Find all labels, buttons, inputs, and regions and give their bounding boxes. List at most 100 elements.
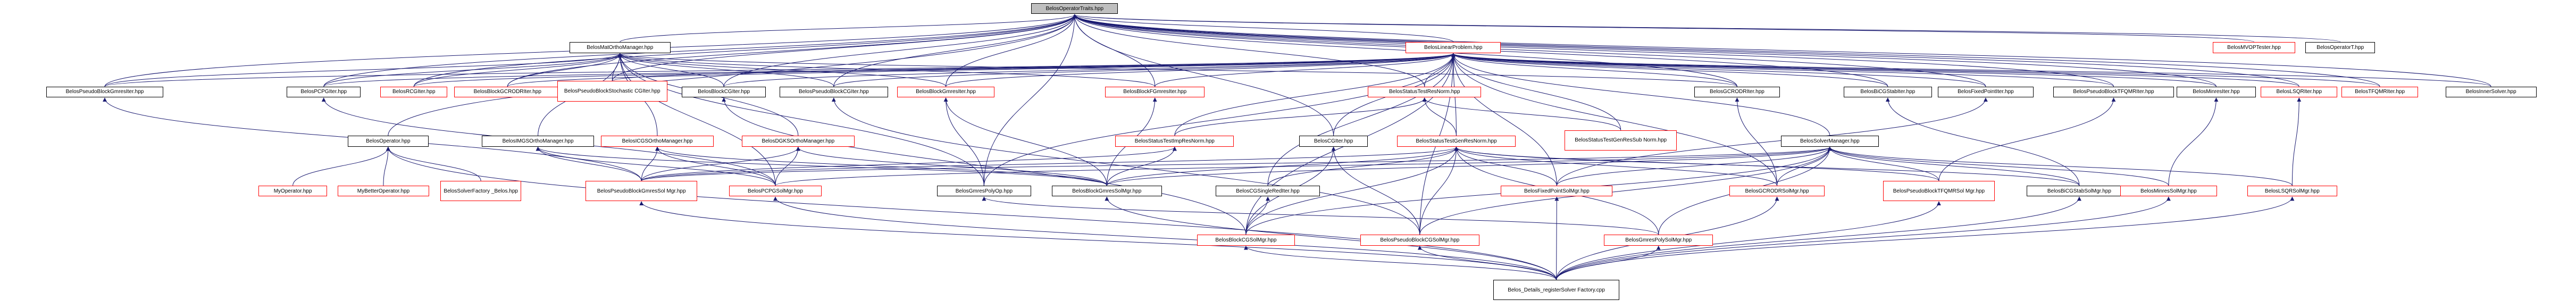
node-belos-status-test-gen-res-sub-norm[interactable]: BelosStatusTestGenResSub Norm.hpp bbox=[1564, 130, 1677, 151]
edge-blockCGSolMgr-to-blockCGIter bbox=[722, 97, 1247, 235]
edge-registerSolverFactory-to-operator bbox=[386, 146, 1557, 280]
edge-lsqrSolMgr-to-lsqrIter bbox=[2291, 97, 2302, 186]
edge-gmresPolyOp-to-root bbox=[983, 14, 1077, 186]
node-my-better-operator[interactable]: MyBetterOperator.hpp bbox=[337, 185, 430, 197]
node-belos-inner-solver[interactable]: BelosInnerSolver.hpp bbox=[2445, 86, 2537, 98]
edge-pcpgIter-to-root bbox=[323, 14, 1077, 87]
node-belos-pseudo-block-tfqmr-iter[interactable]: BelosPseudoBlockTFQMRIter.hpp bbox=[2053, 86, 2174, 98]
edge-pseudoBlockStochCG-to-root bbox=[612, 14, 1077, 81]
edge-fixedPointSolMgr-to-solverManager bbox=[1556, 146, 1832, 186]
edge-myOperator-to-operator bbox=[292, 146, 390, 186]
node-belos-operator-traits[interactable]: BelosOperatorTraits.hpp bbox=[1031, 3, 1118, 14]
node-belos-lsqr-sol-mgr[interactable]: BelosLSQRSolMgr.hpp bbox=[2247, 185, 2338, 197]
node-belos-pseudo-block-tfqmr-sol-mgr[interactable]: BelosPseudoBlockTFQMRSol Mgr.hpp bbox=[1883, 181, 1995, 202]
node-belos-pcpg-iter[interactable]: BelosPCPGIter.hpp bbox=[287, 86, 361, 98]
edge-pseudoBlockGmresSolMgr-to-statusTestGenResNorm bbox=[641, 146, 1459, 181]
node-belos-block-cg-sol-mgr[interactable]: BelosBlockCGSolMgr.hpp bbox=[1197, 235, 1295, 246]
edge-pseudoBlockGmresSolMgr-to-solverManager bbox=[641, 146, 1832, 181]
node-my-operator[interactable]: MyOperator.hpp bbox=[258, 185, 328, 197]
node-belos-bicgstab-sol-mgr[interactable]: BelosBiCGStabSolMgr.hpp bbox=[2026, 185, 2132, 197]
node-belos-mvop-tester[interactable]: BelosMVOPTester.hpp bbox=[2212, 42, 2295, 53]
edge-registerSolverFactory-to-blockGmresSolMgr bbox=[1105, 196, 1557, 280]
edge-blockCGSolMgr-to-statusTestGenResNorm bbox=[1245, 146, 1459, 235]
node-belos-imgs-ortho-manager[interactable]: BelosIMGSOrthoManager.hpp bbox=[481, 136, 595, 147]
node-belos-tfqmr-iter[interactable]: BelosTFQMRIter.hpp bbox=[2341, 86, 2418, 98]
node-belos-block-cg-iter[interactable]: BelosBlockCGIter.hpp bbox=[682, 86, 766, 98]
node-belos-solver-manager[interactable]: BelosSolverManager.hpp bbox=[1780, 136, 1879, 147]
edge-minresIter-to-root bbox=[1072, 14, 2217, 87]
edge-blockGmresSolMgr-to-imgsOrtho bbox=[536, 146, 1107, 186]
node-belos-block-gcrodr-iter[interactable]: BelosBlockGCRODRIter.hpp bbox=[454, 86, 561, 98]
node-belos-pseudo-block-gmres-iter[interactable]: BelosPseudoBlockGmresIter.hpp bbox=[46, 86, 163, 98]
node-belos-solver-factory-belos[interactable]: BelosSolverFactory _Belos.hpp bbox=[440, 181, 522, 202]
node-belos-pcpg-sol-mgr[interactable]: BelosPCPGSolMgr.hpp bbox=[729, 185, 822, 197]
node-belos-cg-single-red-iter[interactable]: BelosCGSingleRedIter.hpp bbox=[1216, 185, 1320, 197]
edge-blockGcrodrIter-to-linProb bbox=[507, 53, 1456, 87]
edge-pseudoBlockGmresSolMgr-to-imgsOrtho bbox=[536, 146, 642, 181]
edge-pseudoBlockCGSolMgr-to-solverManager bbox=[1419, 146, 1832, 235]
node-belos-cg-iter[interactable]: BelosCGIter.hpp bbox=[1299, 136, 1368, 147]
edge-fixedPointIter-to-root bbox=[1072, 14, 1986, 87]
edge-pcpgSolMgr-to-solverManager bbox=[775, 146, 1832, 186]
edge-pcpgIter-to-matOrtho bbox=[323, 53, 622, 87]
node-belos-rcg-iter[interactable]: BelosRCGIter.hpp bbox=[380, 86, 448, 98]
node-belos-pseudo-block-stochastic-cg-iter[interactable]: BelosPseudoBlockStochastic CGIter.hpp bbox=[557, 81, 667, 102]
node-belos-fixed-point-sol-mgr[interactable]: BelosFixedPointSolMgr.hpp bbox=[1501, 185, 1613, 197]
edge-pseudoBlockTFQMRSolMgr-to-pseudoBlockTFQMRIter bbox=[1938, 97, 2116, 181]
node-belos-bicgstab-iter[interactable]: BelosBiCGStabIter.hpp bbox=[1843, 86, 1932, 98]
node-belos-operator-t[interactable]: BelosOperatorT.hpp bbox=[2305, 42, 2376, 53]
edge-tfqmrIter-to-linProb bbox=[1451, 53, 2380, 87]
node-belos-pseudo-block-cg-sol-mgr[interactable]: BelosPseudoBlockCGSolMgr.hpp bbox=[1360, 235, 1480, 246]
edge-registerSolverFactory-to-pseudoBlockTFQMRSolMgr bbox=[1556, 201, 1941, 280]
edge-registerSolverFactory-to-minresSolMgr bbox=[1556, 196, 2171, 280]
node-belos-gcrodr-sol-mgr[interactable]: BelosGCRODRSolMgr.hpp bbox=[1729, 185, 1825, 197]
edge-registerSolverFactory-to-pcpgSolMgr bbox=[773, 196, 1557, 280]
node-belos-fixed-point-iter[interactable]: BelosFixedPointIter.hpp bbox=[1938, 86, 2034, 98]
node-belos-minres-iter[interactable]: BelosMinresIter.hpp bbox=[2177, 86, 2256, 98]
edge-rcgIter-to-matOrtho bbox=[413, 53, 622, 87]
edge-lsqrIter-to-root bbox=[1073, 14, 2299, 87]
edge-rcgIter-to-root bbox=[413, 14, 1077, 87]
edge-tfqmrIter-to-root bbox=[1073, 14, 2380, 87]
node-belos-block-gmres-iter[interactable]: BelosBlockGmresIter.hpp bbox=[897, 86, 994, 98]
edge-innerSolver-to-root bbox=[1073, 14, 2491, 87]
edge-statusTestGenResSubNorm-to-linProb bbox=[1451, 53, 1621, 130]
node-belos-dgks-ortho-manager[interactable]: BelosDGKSOrthoManager.hpp bbox=[742, 136, 855, 147]
node-belos-gmres-poly-sol-mgr[interactable]: BelosGmresPolySolMgr.hpp bbox=[1604, 235, 1713, 246]
node-belos-gmres-poly-op[interactable]: BelosGmresPolyOp.hpp bbox=[936, 185, 1032, 197]
edge-rcgIter-to-linProb bbox=[413, 53, 1456, 87]
node-belos-pseudo-block-gmres-sol-mgr[interactable]: BelosPseudoBlockGmresSol Mgr.hpp bbox=[586, 181, 698, 202]
edge-pseudoBlockTFQMRSolMgr-to-statusTestGenResNorm bbox=[1454, 146, 1939, 181]
node-belos-operator[interactable]: BelosOperator.hpp bbox=[347, 136, 429, 147]
node-belos-pseudo-block-cg-iter[interactable]: BelosPseudoBlockCGIter.hpp bbox=[780, 86, 888, 98]
node-belos-minres-sol-mgr[interactable]: BelosMinresSolMgr.hpp bbox=[2120, 185, 2218, 197]
edge-registerSolverFactory-to-blockCGSolMgr bbox=[1244, 245, 1557, 280]
edge-pseudoBlockCGSolMgr-to-statusTestGenResNorm bbox=[1419, 146, 1459, 235]
node-belos-gcrodr-iter[interactable]: BelosGCRODRIter.hpp bbox=[1694, 86, 1780, 98]
node-belos-lsqr-iter[interactable]: BelosLSQRIter.hpp bbox=[2261, 86, 2338, 98]
node-belos-linear-problem[interactable]: BelosLinearProblem.hpp bbox=[1406, 42, 1501, 53]
edge-fixedPointSolMgr-to-statusTestGenResNorm bbox=[1454, 146, 1557, 186]
edge-gcrodrIter-to-linProb bbox=[1451, 53, 1737, 87]
edge-cgSingleRedIter-to-statusTestGenResNorm bbox=[1267, 146, 1459, 186]
node-belos-status-test-imp-res-norm[interactable]: BelosStatusTestImpResNorm.hpp bbox=[1115, 136, 1234, 147]
edge-layer bbox=[103, 14, 2491, 280]
edge-pseudoBlockTFQMRSolMgr-to-solverManager bbox=[1827, 146, 1939, 181]
node-belos-block-gmres-sol-mgr[interactable]: BelosBlockGmresSolMgr.hpp bbox=[1051, 185, 1162, 197]
edge-pseudoBlockGmresSolMgr-to-icgsOrtho bbox=[641, 146, 660, 181]
node-belos-status-test-res-norm[interactable]: BelosStatusTestResNorm.hpp bbox=[1368, 86, 1482, 98]
node-belos-icgs-ortho-manager[interactable]: BelosICGSOrthoManager.hpp bbox=[601, 136, 714, 147]
edge-cgIter-to-root bbox=[1072, 14, 1334, 136]
node-belos-status-test-gen-res-norm[interactable]: BelosStatusTestGenResNorm.hpp bbox=[1397, 136, 1516, 147]
edge-bicgstabSolMgr-to-bicgstabIter bbox=[1885, 97, 2080, 186]
edge-myBetterOperator-to-operator bbox=[383, 146, 390, 186]
node-belos-mat-ortho-manager[interactable]: BelosMatOrthoManager.hpp bbox=[569, 42, 671, 53]
node-belos-block-fgmres-iter[interactable]: BelosBlockFGmresIter.hpp bbox=[1105, 86, 1205, 98]
edge-blockGcrodrIter-to-matOrtho bbox=[507, 53, 622, 87]
edge-pcpgSolMgr-to-matOrtho bbox=[617, 53, 776, 186]
edge-pseudoBlockTFQMRIter-to-root bbox=[1072, 14, 2114, 87]
edge-blockGmresSolMgr-to-blockGmresIter bbox=[943, 97, 1107, 186]
edge-gmresPolySolMgr-to-gmresPolyOp bbox=[982, 196, 1659, 235]
node-belos-details-register-solver-factory[interactable]: Belos_Details_registerSolver Factory.cpp bbox=[1493, 280, 1620, 301]
